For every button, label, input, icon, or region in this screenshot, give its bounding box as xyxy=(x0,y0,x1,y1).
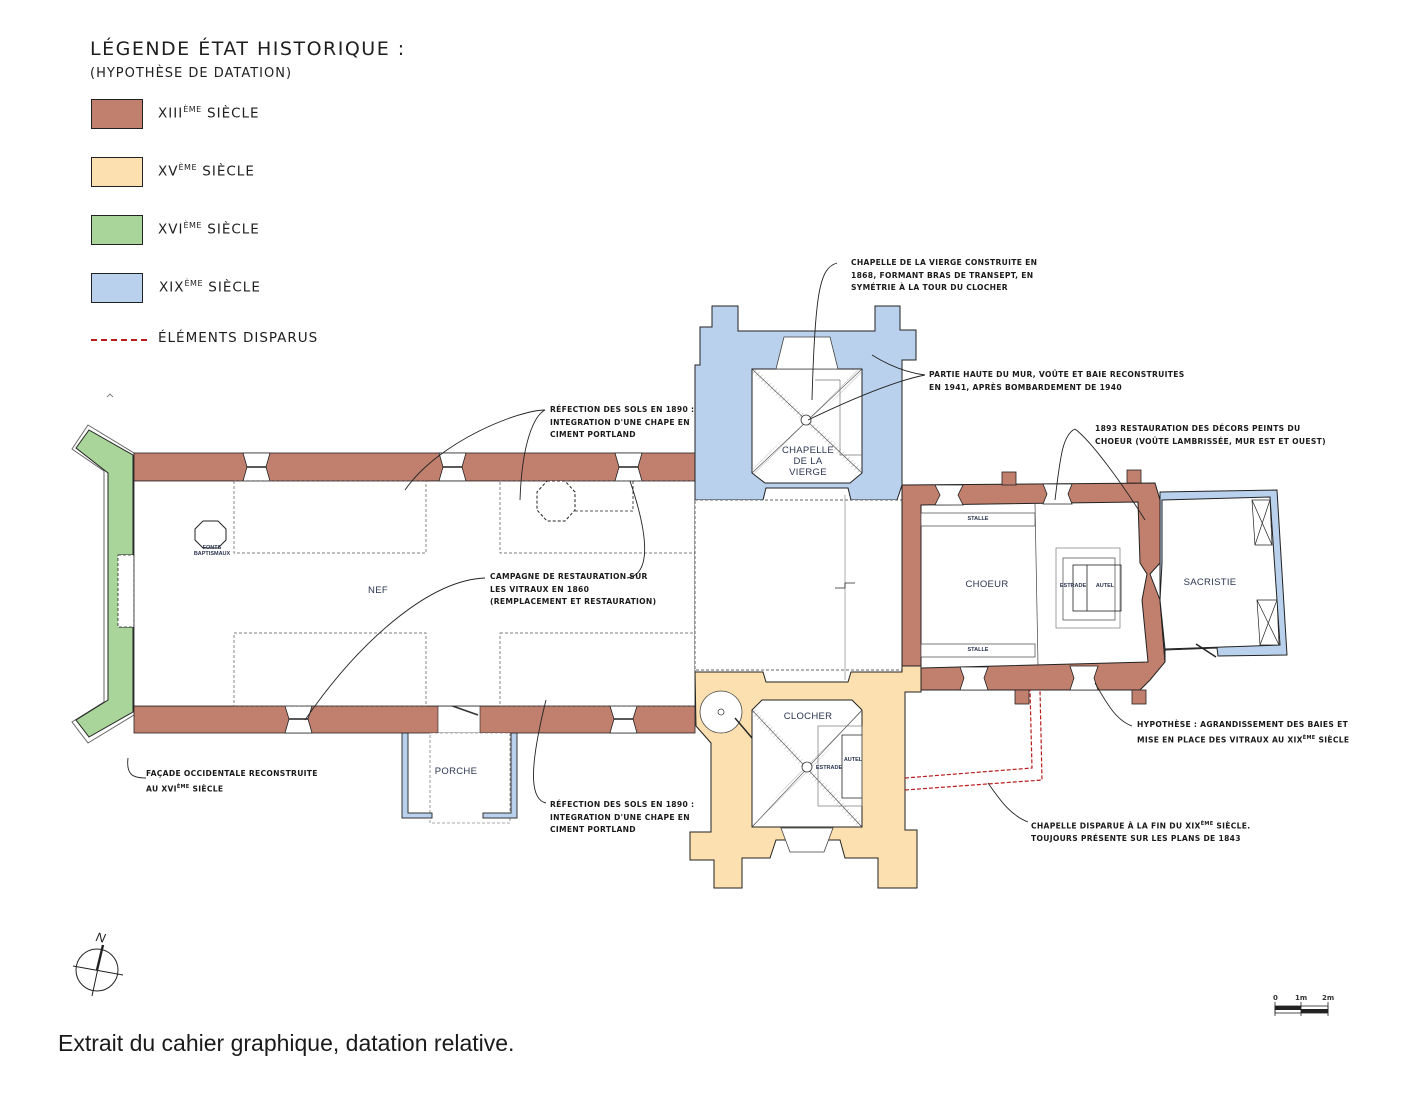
room-label-estrade: ESTRADE xyxy=(1059,583,1087,589)
legend-label-xvi: XVIÈME SIÈCLE xyxy=(158,221,260,238)
west-facade-xvi xyxy=(71,424,135,744)
legend-swatch-xv xyxy=(91,157,143,187)
room-label-stalle-bottom: STALLE xyxy=(967,647,989,653)
room-label-autel: AUTEL xyxy=(1095,583,1115,589)
legend-subtitle: (HYPOTHÈSE DE DATATION) xyxy=(90,66,293,81)
annotation-refection-sols-top: RÉFECTION DES SOLS EN 1890 :INTEGRATION … xyxy=(550,405,695,439)
annotation-chapelle-disparue: CHAPELLE DISPARUE À LA FIN DU XIXÈME SIÈ… xyxy=(1031,821,1251,844)
nave-interior xyxy=(133,480,696,707)
legend-swatch-xiii xyxy=(91,99,143,129)
baptismal-font xyxy=(194,520,227,549)
room-label-clocher-autel: AUTEL xyxy=(843,757,863,763)
caret-mark xyxy=(106,393,114,398)
room-label-nef: NEF xyxy=(368,585,388,596)
scale-label-0: 0 xyxy=(1273,994,1278,1002)
porch-xix xyxy=(401,732,518,824)
scale-bar xyxy=(1274,1002,1329,1016)
scale-label-1m: 1m xyxy=(1295,994,1308,1002)
lost-pulpit xyxy=(536,480,576,522)
room-label-stalle-top: STALLE xyxy=(967,516,989,522)
room-label-clocher: CLOCHER xyxy=(783,711,833,722)
annotation-partie-haute: PARTIE HAUTE DU MUR, VOÛTE ET BAIE RECON… xyxy=(929,370,1185,392)
legend-label-xix: XIXÈME SIÈCLE xyxy=(159,279,261,296)
room-label-clocher-estrade: ESTRADE xyxy=(815,765,843,771)
legend-dashed-line xyxy=(91,339,147,341)
crossing xyxy=(694,499,903,671)
north-arrow-icon xyxy=(72,944,124,997)
room-label-porche: PORCHE xyxy=(434,766,478,777)
choeur-xiii xyxy=(901,469,1166,705)
scale-label-2m: 2m xyxy=(1322,994,1335,1002)
chapelle-vierge-xix xyxy=(694,305,917,501)
legend-title: LÉGENDE ÉTAT HISTORIQUE : xyxy=(90,38,406,60)
legend-swatch-xvi xyxy=(91,215,143,245)
annotation-facade: FAÇADE OCCIDENTALE RECONSTRUITE AU XVIÈM… xyxy=(146,769,318,794)
leader-lines xyxy=(127,262,1146,823)
room-label-choeur: CHOEUR xyxy=(965,579,1009,590)
clocher-xv xyxy=(689,665,922,889)
room-label-sacristie: SACRISTIE xyxy=(1183,577,1237,588)
annotation-hypothese: HYPOTHÈSE : AGRANDISSEMENT DES BAIES ET … xyxy=(1137,720,1350,745)
legend-label-xv: XVÈME SIÈCLE xyxy=(158,163,255,180)
nave-north-wall-xiii xyxy=(133,452,696,482)
lost-chapel-dashed xyxy=(904,689,1043,791)
figure-caption: Extrait du cahier graphique, datation re… xyxy=(58,1030,515,1056)
legend-swatch-xix xyxy=(91,273,143,303)
legend-label-xiii: XIIIÈME SIÈCLE xyxy=(158,105,260,122)
legend-label-lost: ÉLÉMENTS DISPARUS xyxy=(158,330,319,346)
sacristie-xix xyxy=(1159,489,1288,663)
nave-south-wall-xiii xyxy=(133,702,696,734)
annotation-refection-sols-bottom: RÉFECTION DES SOLS EN 1890 :INTEGRATION … xyxy=(550,800,695,834)
